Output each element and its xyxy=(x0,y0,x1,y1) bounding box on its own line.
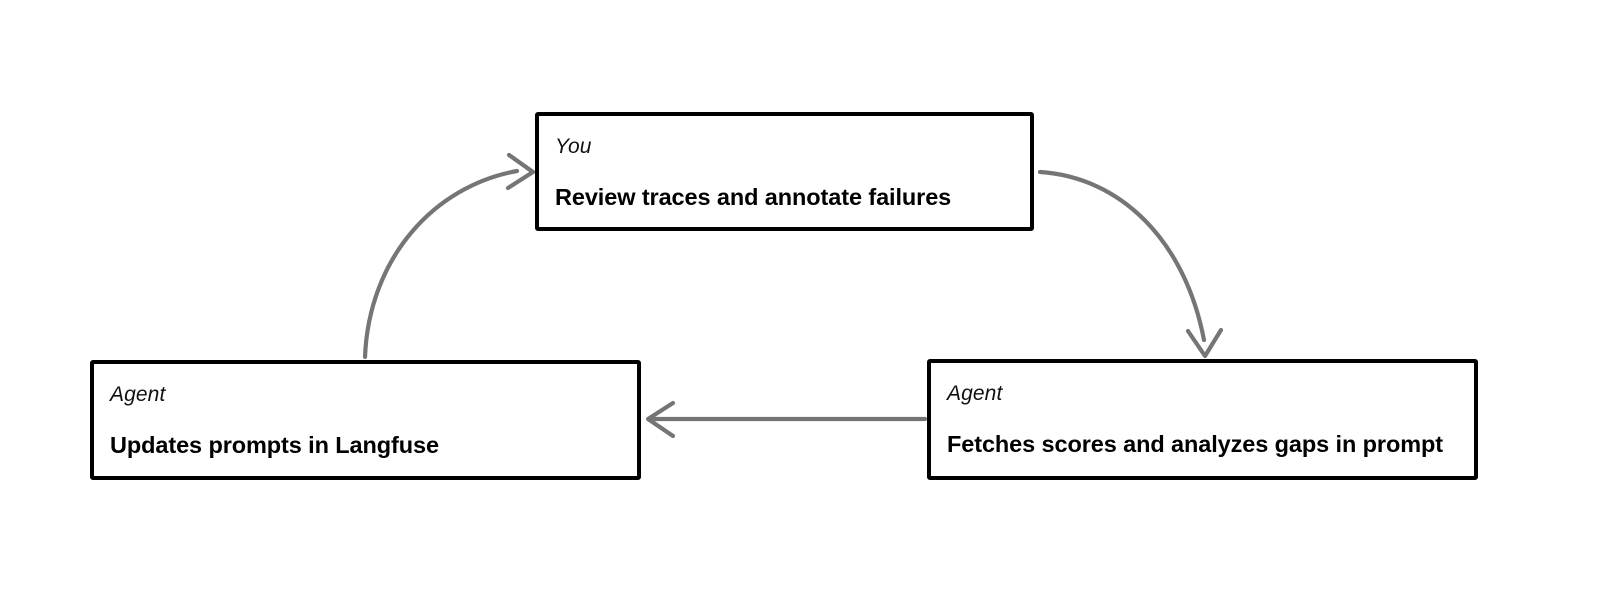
edge-fetch-to-update xyxy=(645,400,928,439)
arrowhead-left-icon xyxy=(645,400,676,439)
arrowhead-down-icon xyxy=(1185,327,1224,359)
node-update-prompts[interactable]: Agent Updates prompts in Langfuse xyxy=(90,360,641,480)
node-fetch-scores-role: Agent xyxy=(947,382,1003,405)
edge-review-to-fetch xyxy=(1037,169,1224,359)
node-review-traces[interactable]: You Review traces and annotate failures xyxy=(535,112,1034,231)
arrowhead-right-icon xyxy=(505,152,536,191)
edge-update-to-review xyxy=(362,152,536,360)
edge-review-to-fetch-line xyxy=(1037,169,1207,343)
node-fetch-scores[interactable]: Agent Fetches scores and analyzes gaps i… xyxy=(927,359,1478,480)
edge-update-to-review-line xyxy=(362,168,520,360)
node-update-prompts-role: Agent xyxy=(110,383,166,406)
node-review-traces-role: You xyxy=(555,135,592,158)
node-fetch-scores-title: Fetches scores and analyzes gaps in prom… xyxy=(947,431,1443,457)
node-review-traces-title: Review traces and annotate failures xyxy=(555,184,952,210)
node-update-prompts-title: Updates prompts in Langfuse xyxy=(110,432,439,458)
